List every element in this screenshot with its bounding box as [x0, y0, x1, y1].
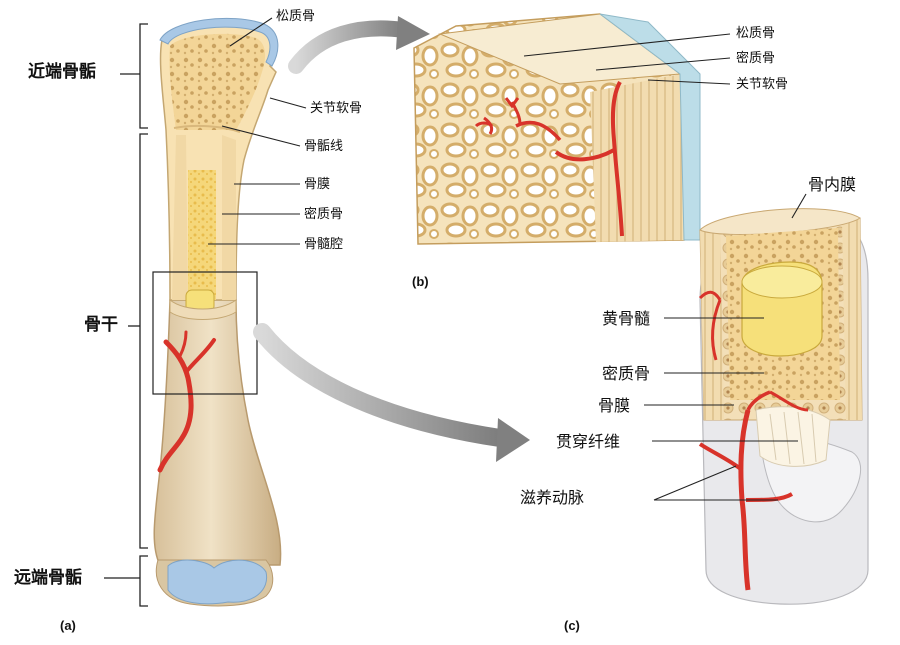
label-b-spongy-bone: 松质骨	[736, 26, 776, 41]
label-distal-epiphysis: 远端骨骺	[14, 568, 82, 588]
label-c-perforating-fibers: 贯穿纤维	[556, 432, 621, 451]
label-a-compact-bone: 密质骨	[304, 207, 344, 222]
label-c-periosteum: 骨膜	[598, 396, 631, 415]
label-a-epiphyseal-line: 骨骺线	[304, 139, 344, 154]
label-proximal-epiphysis: 近端骨骺	[28, 62, 96, 82]
label-a-medullary-cavity: 骨髓腔	[304, 237, 344, 252]
spongy-block-b	[413, 13, 701, 245]
arrows	[253, 16, 530, 462]
panel-tag-c: (c)	[564, 618, 580, 633]
panel-tag-b: (b)	[412, 274, 429, 289]
label-b-compact-bone: 密质骨	[736, 51, 776, 66]
leaders-c	[644, 193, 807, 501]
leaders-a	[208, 17, 307, 245]
long-bone-a	[153, 17, 282, 607]
shaft-section-c	[698, 208, 869, 605]
leaders-b	[523, 33, 731, 85]
region-brackets	[104, 23, 148, 607]
label-c-compact-bone: 密质骨	[602, 364, 651, 383]
panel-tag-a: (a)	[60, 618, 76, 633]
label-c-endosteum: 骨内膜	[808, 175, 857, 194]
label-a-periosteum: 骨膜	[304, 177, 331, 192]
label-a-articular-cartilage: 关节软骨	[310, 101, 363, 116]
label-b-articular-cartilage: 关节软骨	[736, 77, 789, 92]
label-c-yellow-marrow: 黄骨髓	[602, 309, 651, 328]
label-c-nutrient-arteries: 滋养动脉	[520, 488, 585, 507]
label-a-spongy-bone: 松质骨	[276, 9, 316, 24]
label-diaphysis: 骨干	[84, 315, 118, 335]
